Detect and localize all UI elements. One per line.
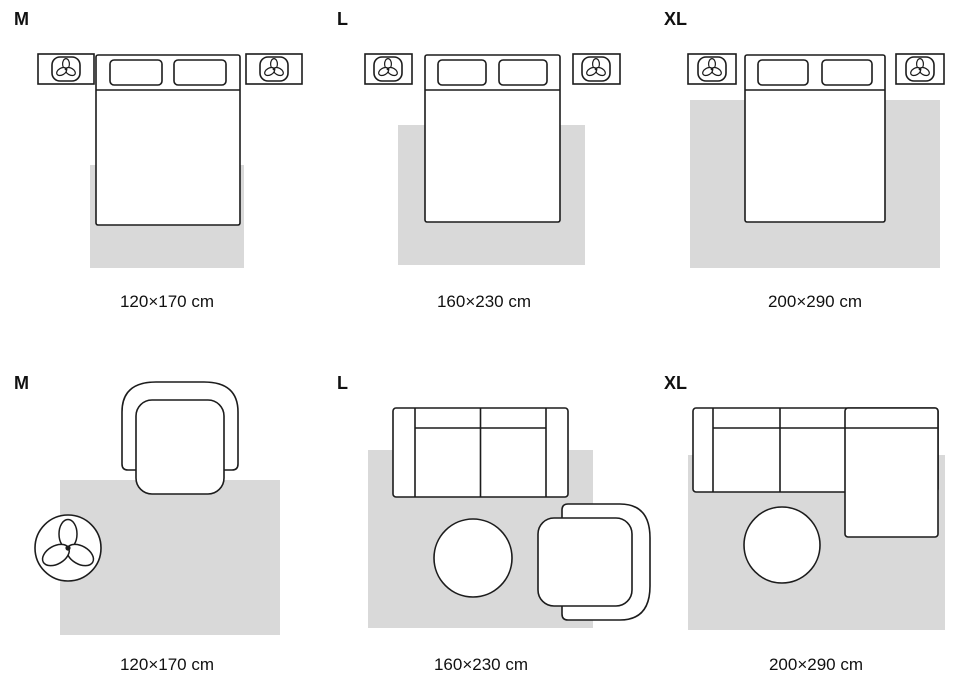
plant-icon — [34, 514, 102, 582]
nightstand-right — [245, 53, 303, 85]
size-caption: 120×170 cm — [119, 655, 215, 674]
bedroom-m-illustration — [37, 53, 303, 268]
nightstand-left — [37, 53, 95, 85]
size-caption: 200×290 cm — [767, 292, 863, 311]
pillow — [437, 59, 487, 86]
pillow — [757, 59, 809, 86]
size-label: M — [14, 373, 29, 393]
size-caption: 160×230 cm — [433, 655, 529, 674]
nightstand-left — [687, 53, 737, 85]
pillow — [821, 59, 873, 86]
nightstand-right — [895, 53, 945, 85]
nightstand-left — [364, 53, 413, 85]
living-l-illustration — [368, 407, 651, 628]
living-xl-illustration — [688, 407, 945, 630]
size-caption: 120×170 cm — [119, 292, 215, 311]
ottoman — [743, 506, 821, 584]
pillow — [498, 59, 548, 86]
bed — [744, 54, 886, 223]
chaise — [844, 407, 939, 538]
living-m-illustration — [34, 381, 280, 635]
size-label: XL — [664, 9, 688, 29]
bed — [95, 54, 241, 226]
sectional-sofa — [692, 407, 939, 538]
size-label: L — [337, 9, 348, 29]
nightstand-right — [572, 53, 621, 85]
bed — [424, 54, 561, 223]
size-caption: 160×230 cm — [436, 292, 532, 311]
bedroom-l-illustration — [364, 53, 621, 265]
pillow — [173, 59, 227, 86]
bedroom-xl-illustration — [687, 53, 945, 268]
pillow — [109, 59, 163, 86]
armchair — [121, 381, 239, 495]
size-label: L — [337, 373, 348, 393]
sofa — [392, 407, 569, 498]
armchair — [537, 503, 651, 621]
size-label: XL — [664, 373, 688, 393]
ottoman — [433, 518, 513, 598]
size-label: M — [14, 9, 29, 29]
size-caption: 200×290 cm — [768, 655, 864, 674]
